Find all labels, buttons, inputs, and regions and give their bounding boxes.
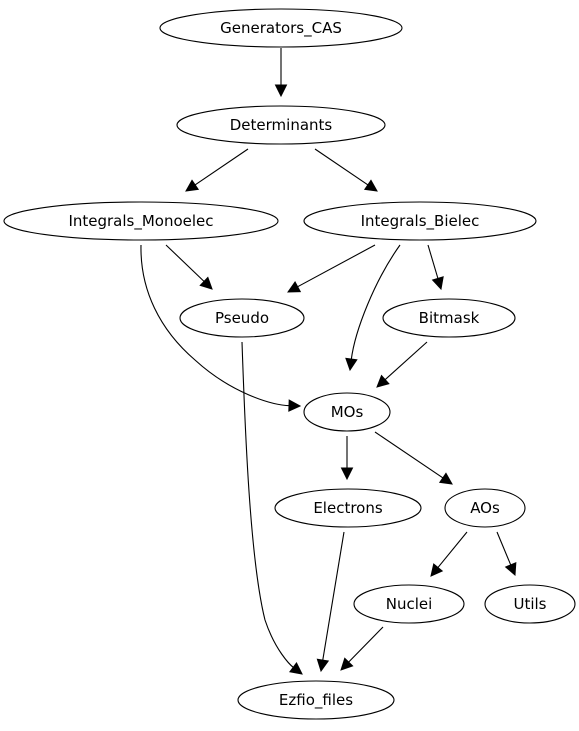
node-integrals-bielec: Integrals_Bielec xyxy=(303,201,537,241)
edges-layer xyxy=(140,48,517,675)
node-ellipse xyxy=(159,8,403,48)
edge-integrals-monoelec-to-pseudo xyxy=(165,244,213,290)
arrow-head xyxy=(345,357,358,372)
edge-aos-to-nuclei xyxy=(430,531,468,577)
node-bitmask: Bitmask xyxy=(382,298,516,338)
node-label: MOs xyxy=(331,403,364,421)
node-ellipse xyxy=(444,488,526,528)
node-label: Integrals_Monoelec xyxy=(68,212,213,231)
node-ellipse xyxy=(303,201,537,241)
node-integrals-monoelec: Integrals_Monoelec xyxy=(3,201,279,241)
edge-line xyxy=(350,244,401,361)
node-label: Electrons xyxy=(313,499,383,517)
edge-line xyxy=(436,531,468,569)
edge-determinants-to-integrals-bielec xyxy=(314,148,378,192)
node-ellipse xyxy=(176,105,386,145)
node-ellipse xyxy=(303,392,391,432)
edge-line xyxy=(314,148,370,186)
node-ellipse xyxy=(382,298,516,338)
arrow-head xyxy=(199,276,213,290)
arrow-head xyxy=(340,467,354,481)
edge-line xyxy=(296,244,376,288)
edge-line xyxy=(347,626,384,664)
arrow-head xyxy=(316,658,330,673)
edge-line xyxy=(193,148,249,186)
node-label: Bitmask xyxy=(419,309,480,327)
arrow-head xyxy=(363,179,378,192)
node-label: Utils xyxy=(513,595,546,613)
nodes-layer: Generators_CAS DeterminantsIntegrals_Mono… xyxy=(3,8,576,720)
edge-bitmask-to-mos xyxy=(376,341,428,388)
node-generators-cas: Generators_CAS xyxy=(159,8,403,48)
node-ellipse xyxy=(353,584,465,624)
arrow-head xyxy=(288,399,302,412)
node-ezfio-files: Ezfio_files xyxy=(237,680,395,720)
node-ellipse xyxy=(274,488,422,528)
edge-mos-to-aos xyxy=(374,431,453,485)
arrow-head xyxy=(376,374,390,388)
arrow-head xyxy=(430,563,444,577)
node-ellipse xyxy=(179,298,305,338)
edge-line xyxy=(384,341,428,381)
node-ellipse xyxy=(484,584,576,624)
node-label: Integrals_Bielec xyxy=(361,212,480,231)
arrow-head xyxy=(289,662,303,675)
edge-nuclei-to-ezfio-files xyxy=(340,626,384,671)
arrow-head xyxy=(185,179,200,192)
edge-mos-to-electrons xyxy=(340,436,354,481)
edge-generators-cas-to-determinants xyxy=(274,48,288,98)
node-mos: MOs xyxy=(303,392,391,432)
node-pseudo: Pseudo xyxy=(179,298,305,338)
edge-integrals-bielec-to-pseudo xyxy=(287,244,376,293)
node-nuclei: Nuclei xyxy=(353,584,465,624)
edge-line xyxy=(140,244,291,407)
edge-line xyxy=(496,531,512,567)
edge-integrals-monoelec-to-mos xyxy=(140,244,302,412)
edge-integrals-bielec-to-bitmask xyxy=(427,244,444,291)
edge-line xyxy=(374,431,445,479)
arrow-head xyxy=(438,472,453,485)
arrow-head xyxy=(431,276,444,291)
edge-determinants-to-integrals-monoelec xyxy=(185,148,249,192)
node-ellipse xyxy=(3,201,279,241)
edge-line xyxy=(427,244,439,280)
node-aos: AOs xyxy=(444,488,526,528)
node-ellipse xyxy=(237,680,395,720)
node-label: Generators_CAS xyxy=(220,19,342,38)
arrow-head xyxy=(340,657,354,671)
node-determinants: Determinants xyxy=(176,105,386,145)
node-label: Pseudo xyxy=(215,309,269,327)
edge-integrals-bielec-to-mos xyxy=(345,244,401,372)
edge-aos-to-utils xyxy=(496,531,517,577)
edge-electrons-to-ezfio-files xyxy=(316,531,345,673)
edge-pseudo-to-ezfio-files xyxy=(241,341,303,675)
edge-line xyxy=(165,244,206,283)
node-label: Ezfio_files xyxy=(279,691,353,710)
arrow-head xyxy=(504,561,517,577)
arrow-head xyxy=(274,84,288,98)
edge-line xyxy=(322,531,345,662)
node-label: Nuclei xyxy=(386,595,433,613)
node-label: AOs xyxy=(470,499,500,517)
arrow-head xyxy=(287,280,302,293)
node-utils: Utils xyxy=(484,584,576,624)
node-label: Determinants xyxy=(230,116,333,134)
edge-line xyxy=(241,341,295,669)
node-electrons: Electrons xyxy=(274,488,422,528)
